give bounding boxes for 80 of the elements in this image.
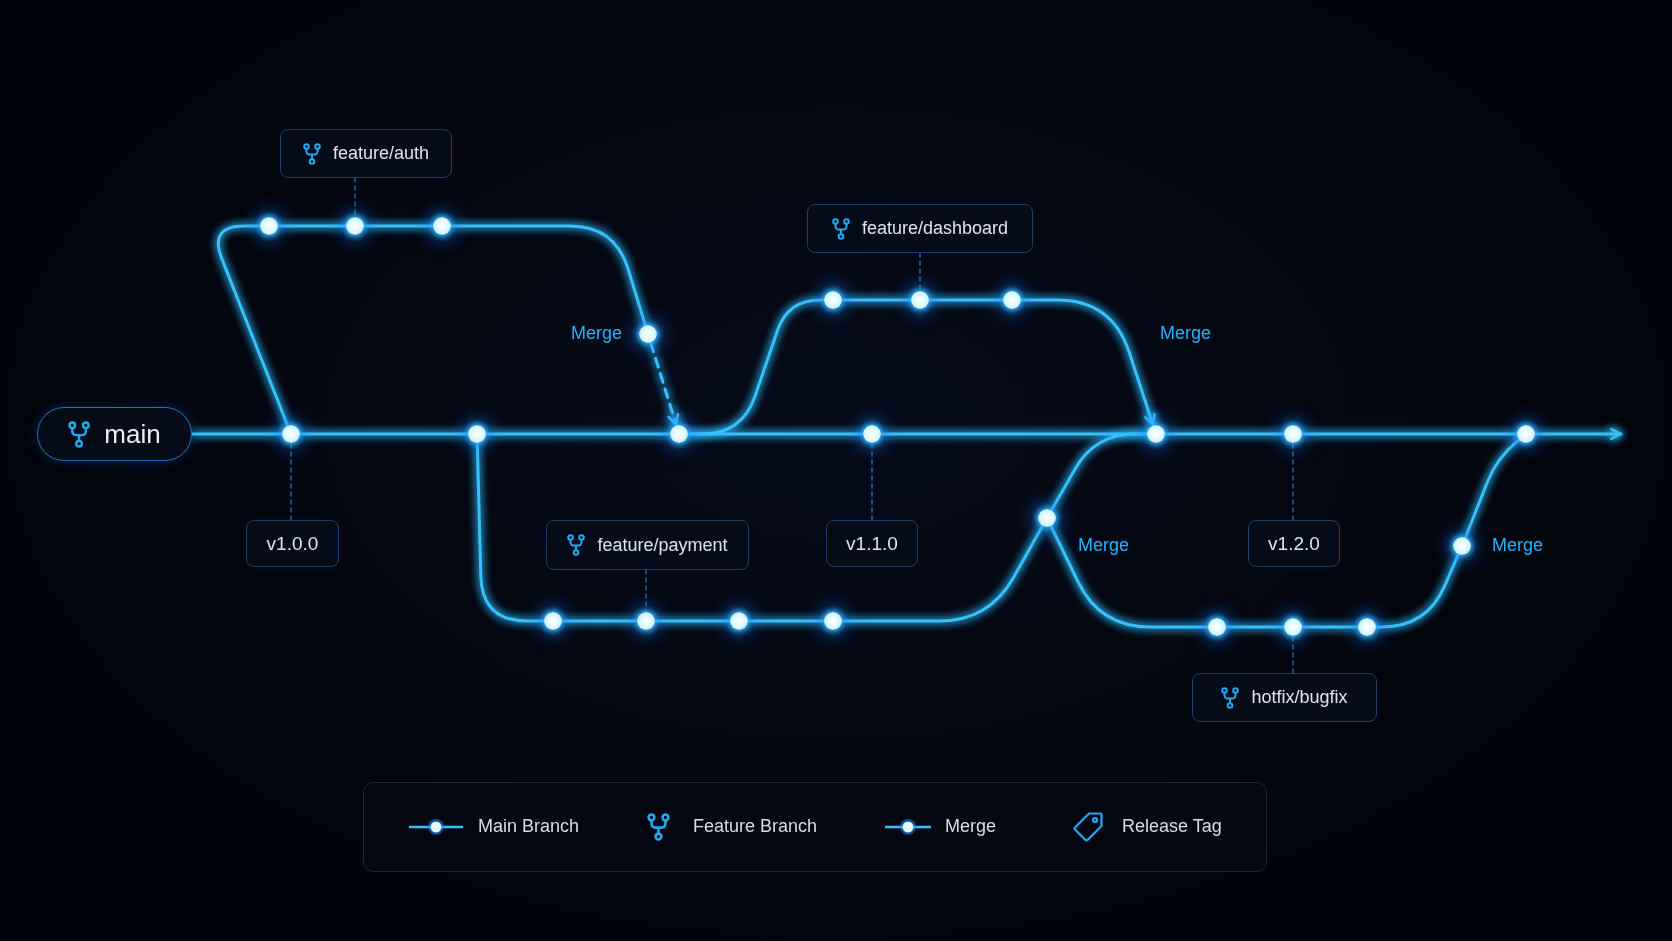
commit-dot <box>544 612 562 630</box>
merge-label: Merge <box>1078 535 1130 557</box>
branch-callout <box>280 129 452 178</box>
branch-line <box>841 298 912 302</box>
version-tag <box>1248 520 1340 567</box>
merge-label: Merge <box>570 323 622 345</box>
branch-line <box>299 432 469 436</box>
branch-line <box>1164 432 1285 436</box>
branch-line <box>1225 625 1285 629</box>
commit-dot <box>346 217 364 235</box>
leader-line <box>645 569 647 613</box>
commit-dot <box>1517 425 1535 443</box>
commit-dot <box>1284 425 1302 443</box>
arrow <box>1534 427 1623 441</box>
leader-line <box>1292 635 1294 674</box>
commit-dot <box>730 612 748 630</box>
branch-line <box>450 224 647 327</box>
branch-line <box>1301 432 1518 436</box>
branch-line <box>928 298 1004 302</box>
branch-line <box>485 432 671 436</box>
branch-name: feature/dashboard <box>861 218 1009 239</box>
commit-dot <box>468 425 486 443</box>
commit-dot <box>1003 291 1021 309</box>
edge-label: Merge <box>1160 323 1212 345</box>
branch-name: main <box>104 418 161 450</box>
commit-dot <box>433 217 451 235</box>
leader-line <box>354 177 356 218</box>
branch-line <box>190 432 283 436</box>
branch-line <box>841 524 1044 623</box>
arrow <box>1020 298 1156 427</box>
branch-line <box>747 619 825 623</box>
branch-line <box>216 224 289 427</box>
branch-name: feature/payment <box>597 534 728 556</box>
branch-line <box>654 619 731 623</box>
branch-callout <box>807 204 1033 253</box>
commit-dot <box>1358 618 1376 636</box>
legend-label: Release Tag <box>1122 816 1222 838</box>
branch-line <box>1375 553 1460 629</box>
commit-dot <box>639 325 657 343</box>
commit-dot <box>911 291 929 309</box>
branch-line <box>475 442 545 623</box>
commit-dot <box>1284 618 1302 636</box>
legend-label: Feature Branch <box>693 816 818 838</box>
commit-dot <box>260 217 278 235</box>
leader-line <box>290 442 292 521</box>
branch-line <box>1464 438 1521 539</box>
version-tag <box>246 520 339 567</box>
branch-line <box>687 298 825 436</box>
legend-label: Merge <box>945 816 997 838</box>
merge-label: Merge <box>1492 535 1544 557</box>
version-label: v1.2.0 <box>1268 532 1320 555</box>
branch-line <box>1050 432 1148 512</box>
commit-dot <box>1038 509 1056 527</box>
branch-name: hotfix/bugfix <box>1251 687 1348 708</box>
version-tag <box>826 520 918 567</box>
branch-pill <box>37 407 192 461</box>
commit-dot <box>863 425 881 443</box>
branch-callout <box>546 520 749 570</box>
version-label: v1.0.0 <box>266 532 319 555</box>
branch-line <box>1049 525 1209 629</box>
leader-line <box>919 252 921 292</box>
branch-name: feature/auth <box>332 143 430 164</box>
branch-callout <box>1192 673 1377 722</box>
branch-line <box>363 224 434 228</box>
legend-label: Main Branch <box>478 816 580 838</box>
version-label: v1.1.0 <box>846 532 898 555</box>
branch-line <box>1301 625 1359 629</box>
commit-dot <box>824 612 842 630</box>
leader-line <box>871 442 873 521</box>
commit-dot <box>282 425 300 443</box>
arrow <box>649 341 680 427</box>
commit-dot <box>1208 618 1226 636</box>
branch-line <box>277 224 347 228</box>
commit-dot <box>1453 537 1471 555</box>
commit-dot <box>1147 425 1165 443</box>
commit-dot <box>637 612 655 630</box>
leader-line <box>1292 442 1294 521</box>
branch-line <box>561 619 638 623</box>
commit-dot <box>824 291 842 309</box>
commit-dot <box>670 425 688 443</box>
